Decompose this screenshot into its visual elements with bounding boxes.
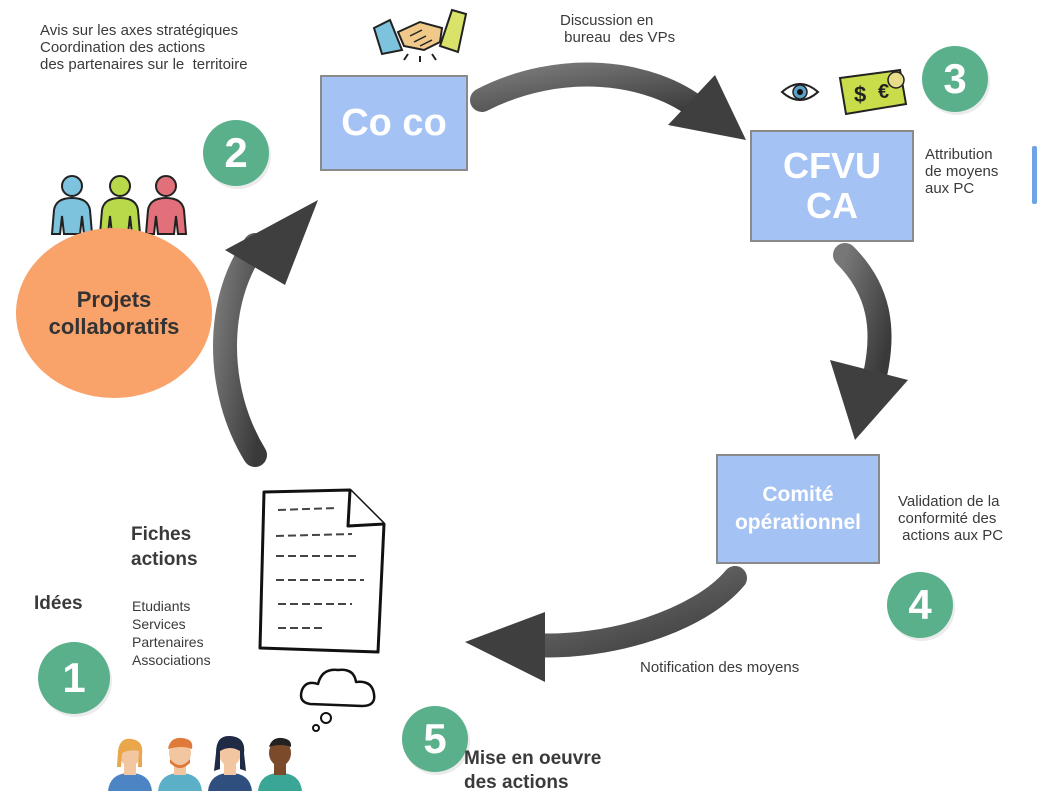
comite-operationnel-box: Comité opérationnel (716, 454, 880, 564)
participants-text: Etudiants Services Partenaires Associati… (132, 598, 211, 668)
arrow-comite-to-fiches (465, 566, 747, 682)
projets-collaboratifs-circle: Projets collaboratifs (16, 228, 212, 398)
arrow-fiches-to-coco (213, 200, 318, 467)
people-avatars-icon (108, 735, 302, 791)
step-4-badge: 4 (887, 572, 953, 638)
coco-box: Co co (320, 75, 468, 171)
fiches-actions-label: Fiches actions (131, 524, 198, 570)
handshake-icon (372, 8, 468, 62)
people-group-icon (50, 175, 188, 235)
step-3-badge: 3 (922, 46, 988, 112)
edge-marker (1032, 146, 1037, 204)
projets-collaboratifs-label: Projets collaboratifs (48, 287, 180, 339)
step-1-badge: 1 (38, 642, 110, 714)
arrow-coco-to-cfvu (470, 62, 746, 140)
svg-text:$: $ (854, 82, 866, 107)
svg-text:€: € (878, 81, 889, 103)
idees-label: Idées (34, 593, 83, 614)
arrow-cfvu-to-comite (830, 243, 908, 440)
thought-cloud-icon (299, 668, 376, 732)
validation-text: Validation de la conformité des actions … (898, 493, 1004, 544)
eye-icon (780, 83, 820, 101)
avis-text: Avis sur les axes stratégiques Coordinat… (40, 22, 248, 73)
mise-en-oeuvre-label: Mise en oeuvre des actions (464, 748, 602, 793)
discussion-text: Discussion en bureau des VPs (560, 12, 676, 46)
notification-text: Notification des moyens (640, 659, 800, 676)
money-icon: $ € (838, 68, 908, 116)
step-2-badge: 2 (203, 120, 269, 186)
cfvu-ca-box: CFVU CA (750, 130, 914, 242)
step-5-badge: 5 (402, 706, 468, 772)
attribution-text: Attribution de moyens aux PC (925, 146, 999, 197)
document-icon (258, 488, 386, 654)
